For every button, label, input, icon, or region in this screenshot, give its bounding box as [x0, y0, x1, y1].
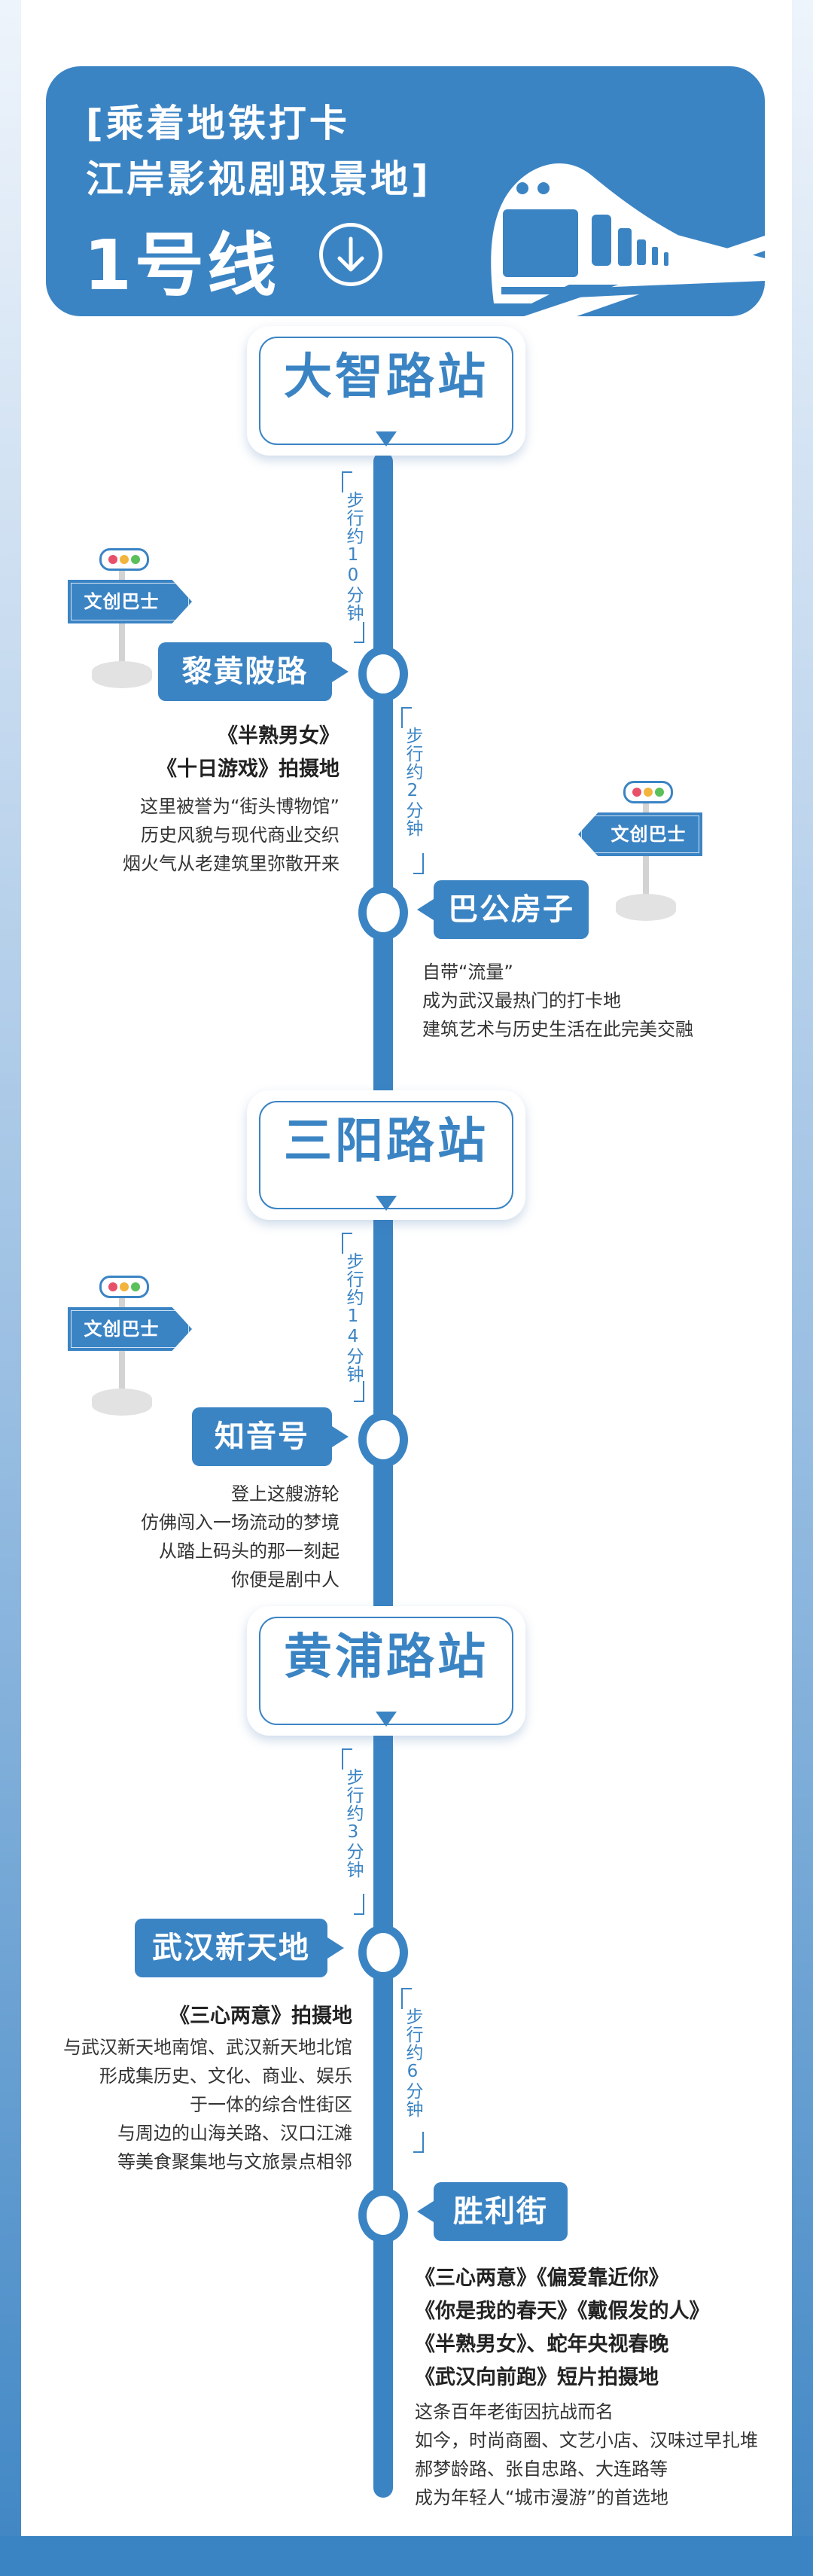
walk-time-2: 步行约2分钟 — [401, 707, 424, 874]
traffic-light-icon — [99, 548, 149, 571]
sign-label: 文创巴士 — [611, 824, 687, 845]
stop-node — [358, 1412, 408, 1468]
desc-line: 与武汉新天地南馆、武汉新天地北馆 — [63, 2037, 352, 2058]
desc-line: 形成集历史、文化、商业、娱乐 — [99, 2065, 352, 2087]
desc-line: 历史风貌与现代商业交织 — [141, 825, 340, 846]
walk-time-text: 步行约2分钟 — [403, 727, 422, 837]
film-title: 《半熟男女》、蛇年央视春晚 — [415, 2333, 669, 2356]
desc-line: 你便是剧中人 — [231, 1569, 340, 1590]
walk-time-text: 步行约6分钟 — [403, 2007, 422, 2118]
walk-time-5: 步行约6分钟 — [401, 1988, 424, 2153]
desc-line: 郝梦龄路、张自忠路、大连路等 — [415, 2459, 668, 2480]
header-title-line1: [乘着地铁打卡 — [86, 102, 350, 145]
station-name: 大智路站 — [284, 349, 489, 405]
station-huangpulu[interactable]: 黄浦路站 — [247, 1606, 525, 1736]
stop-node — [358, 646, 408, 702]
spot-label-bagongfangzi[interactable]: 巴公房子 — [417, 880, 589, 939]
traffic-light-icon — [623, 781, 673, 803]
sign-label: 文创巴士 — [84, 591, 160, 612]
desc-line: 于一体的综合性街区 — [190, 2094, 352, 2115]
film-title: 《三心两意》《偏爱靠近你》 — [415, 2267, 669, 2290]
header-banner: [乘着地铁打卡 江岸影视剧取景地] 1号线 — [46, 66, 765, 316]
culture-bus-sign-2[interactable]: 文创巴士 — [578, 781, 706, 924]
film-title: 《武汉向前跑》短片拍摄地 — [415, 2366, 659, 2389]
triangle-down-icon — [376, 1196, 397, 1211]
station-name: 黄浦路站 — [284, 1629, 489, 1685]
desc-line: 成为武汉最热门的打卡地 — [422, 990, 621, 1011]
spot-desc-shengli-street: 《三心两意》《偏爱靠近你》 《你是我的春天》《戴假发的人》 《半熟男女》、蛇年央… — [415, 2262, 758, 2512]
desc-line: 建筑艺术与历史生活在此完美交融 — [422, 1019, 693, 1040]
desc-line: 如今，时尚商圈、文艺小店、汉味过早扎堆 — [415, 2430, 758, 2451]
stop-node — [358, 2187, 408, 2243]
walk-time-3: 步行约14分钟 — [342, 1233, 364, 1402]
spot-name: 黎黄陂路 — [181, 654, 309, 689]
walk-time-4: 步行约3分钟 — [342, 1748, 364, 1915]
spot-name: 巴公房子 — [448, 892, 574, 927]
desc-line: 烟火气从老建筑里弥散开来 — [123, 853, 340, 874]
walk-time-text: 步行约14分钟 — [343, 1252, 363, 1383]
desc-line: 与周边的山海关路、汉口江滩 — [117, 2123, 352, 2144]
desc-line: 从踏上码头的那一刻起 — [159, 1541, 340, 1562]
station-dazhilu[interactable]: 大智路站 — [247, 326, 525, 456]
spot-label-shengli-street[interactable]: 胜利街 — [417, 2182, 568, 2241]
spot-name: 知音号 — [215, 1419, 309, 1454]
desc-line: 自带“流量” — [422, 962, 513, 983]
stop-node — [358, 1925, 408, 1980]
spot-name: 武汉新天地 — [152, 1931, 310, 1965]
spot-desc-zhiyinhao: 登上这艘游轮 仿佛闯入一场流动的梦境 从踏上码头的那一刻起 你便是剧中人 — [141, 1480, 340, 1594]
train-icon — [491, 163, 765, 316]
station-name: 三阳路站 — [284, 1114, 489, 1169]
traffic-light-icon — [99, 1276, 149, 1298]
spot-label-wuhan-xintiandi[interactable]: 武汉新天地 — [135, 1919, 344, 1977]
desc-line: 登上这艘游轮 — [231, 1483, 340, 1504]
spot-desc-lihuangpilu: 《半熟男女》 《十日游戏》拍摄地 这里被誉为“街头博物馆” 历史风貌与现代商业交… — [123, 720, 340, 878]
spot-label-zhiyinhao[interactable]: 知音号 — [192, 1407, 349, 1466]
walk-time-text: 步行约10分钟 — [343, 491, 363, 622]
triangle-down-icon — [376, 1712, 397, 1727]
desc-line: 仿佛闯入一场流动的梦境 — [141, 1512, 340, 1533]
bottom-band — [0, 2536, 813, 2576]
desc-line: 这条百年老街因抗战而名 — [415, 2401, 614, 2422]
film-title: 《半熟男女》 — [218, 724, 340, 748]
stop-node — [358, 885, 408, 940]
culture-bus-sign-1[interactable]: 文创巴士 — [68, 548, 196, 691]
walk-time-text: 步行约3分钟 — [343, 1768, 363, 1879]
film-title: 《你是我的春天》《戴假发的人》 — [415, 2300, 710, 2323]
line-name: 1号线 — [84, 225, 280, 306]
desc-line: 成为年轻人“城市漫游”的首选地 — [415, 2487, 668, 2508]
station-sanyanglu[interactable]: 三阳路站 — [247, 1090, 525, 1220]
walk-time-1: 步行约10分钟 — [342, 471, 364, 643]
spot-label-lihuangpilu[interactable]: 黎黄陂路 — [158, 642, 349, 701]
spot-desc-bagongfangzi: 自带“流量” 成为武汉最热门的打卡地 建筑艺术与历史生活在此完美交融 — [422, 958, 693, 1044]
header-title-line2: 江岸影视剧取景地] — [86, 157, 431, 201]
desc-line: 这里被誉为“街头博物馆” — [140, 796, 340, 817]
arrow-down-circle-icon[interactable] — [319, 223, 382, 286]
sign-label: 文创巴士 — [84, 1318, 160, 1340]
culture-bus-sign-3[interactable]: 文创巴士 — [68, 1276, 196, 1419]
desc-line: 等美食聚集地与文旅景点相邻 — [117, 2151, 352, 2172]
spot-name: 胜利街 — [453, 2194, 548, 2229]
spot-desc-wuhan-xintiandi: 《三心两意》拍摄地 与武汉新天地南馆、武汉新天地北馆 形成集历史、文化、商业、娱… — [63, 2000, 352, 2176]
film-title: 《十日游戏》拍摄地 — [157, 758, 340, 781]
metro-line-1 — [373, 452, 393, 2498]
film-title: 《三心两意》拍摄地 — [169, 2004, 352, 2028]
triangle-down-icon — [376, 431, 397, 447]
